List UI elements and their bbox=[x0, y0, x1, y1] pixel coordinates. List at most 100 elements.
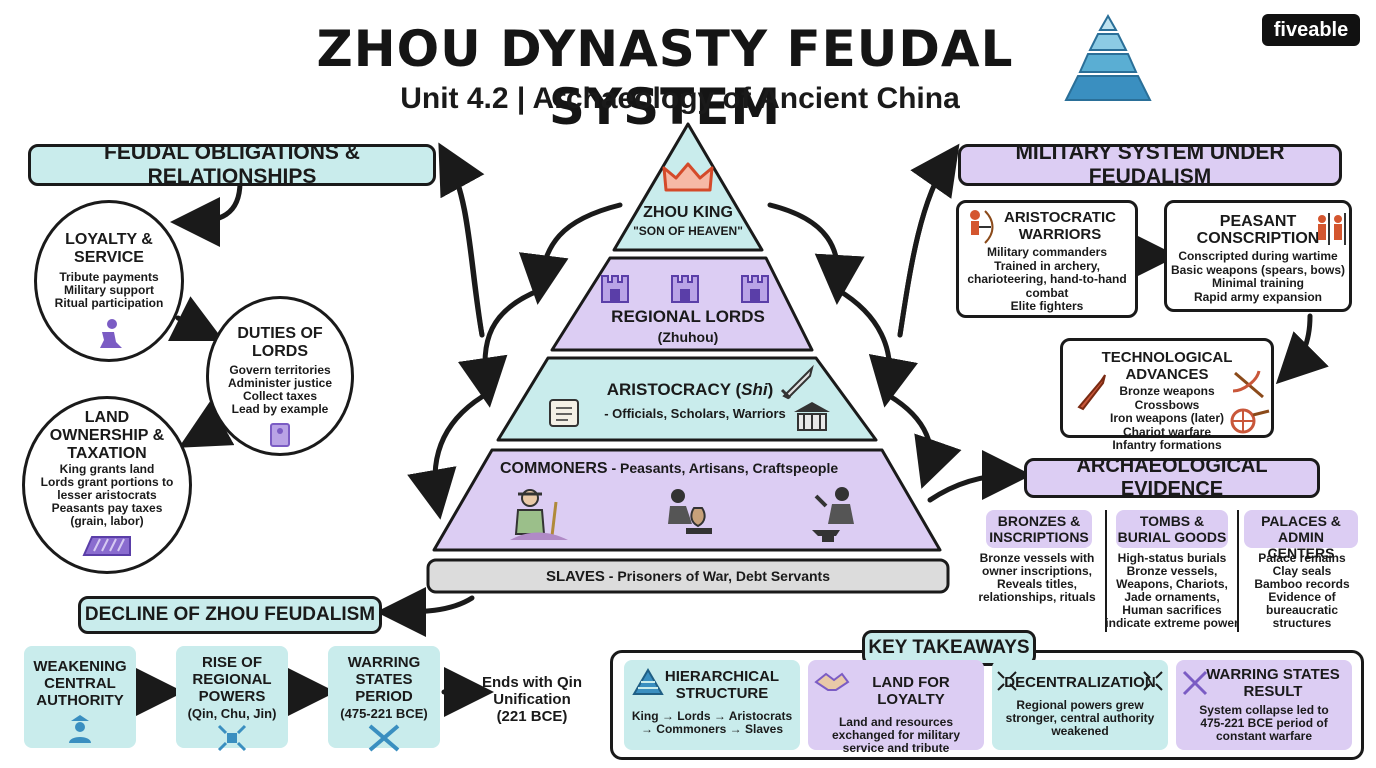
step-line: REGIONAL bbox=[192, 671, 272, 688]
tombs-line: Human sacrifices bbox=[1122, 603, 1222, 617]
hierarchical-line: → Commoners → Slaves bbox=[640, 722, 784, 736]
tech-line: Infantry formations bbox=[1112, 438, 1222, 452]
warriors-heading-1: ARISTOCRATIC bbox=[1004, 209, 1116, 226]
warriors-line: Military commanders bbox=[986, 245, 1108, 259]
tombs-line: Jade ornaments, bbox=[1124, 590, 1220, 604]
bronzes-line: Reveals titles, bbox=[996, 577, 1078, 591]
aristocratic-warriors-box: ARISTOCRATIC WARRIORS Military commander… bbox=[956, 200, 1138, 318]
warring-line: constant warfare bbox=[1215, 729, 1313, 743]
palaces-line: Clay seals bbox=[1272, 564, 1332, 578]
crown-icon bbox=[662, 162, 714, 192]
conscription-line: Basic weapons (spears, bows) bbox=[1170, 262, 1346, 277]
hierarchical-heading-1: HIERARCHICAL bbox=[664, 668, 780, 685]
bronzes-line: Bronze vessels with bbox=[979, 551, 1095, 565]
conscription-line: Conscripted during wartime bbox=[1178, 249, 1338, 263]
loyalty-heading-2: SERVICE bbox=[74, 249, 144, 266]
palaces-line: Palace remains bbox=[1258, 551, 1346, 565]
blacksmith-icon bbox=[812, 487, 854, 542]
step-line: AUTHORITY bbox=[36, 692, 124, 709]
king-title: ZHOU KING bbox=[643, 204, 733, 221]
commoners-name: COMMONERS bbox=[500, 460, 608, 477]
handshake-icon bbox=[814, 672, 850, 691]
castle-icon bbox=[601, 275, 629, 303]
loyalty-service-circle: LOYALTY & SERVICE Tribute payments Milit… bbox=[34, 200, 184, 362]
palaces-heading-1: PALACES & bbox=[1261, 513, 1341, 529]
end-line: Unification bbox=[493, 691, 571, 708]
end-line: (221 BCE) bbox=[496, 708, 568, 725]
expand-arrows-icon bbox=[1143, 671, 1163, 691]
bronzes-heading-2: INSCRIPTIONS bbox=[989, 529, 1089, 545]
bronzes-line: relationships, rituals bbox=[978, 590, 1096, 604]
conscription-heading-1: PEASANT bbox=[1219, 213, 1297, 230]
aristocracy-name: ARISTOCRACY ( bbox=[606, 380, 742, 399]
bronzes-line: owner inscriptions, bbox=[981, 564, 1092, 578]
castle-icon bbox=[671, 275, 699, 303]
step-line: RISE OF bbox=[201, 654, 262, 671]
warring-heading-2: RESULT bbox=[1243, 683, 1303, 700]
tombs-heading-2: BURIAL GOODS bbox=[1117, 529, 1227, 545]
duties-line: Lead by example bbox=[231, 402, 329, 416]
kneeling-icon bbox=[100, 319, 122, 348]
decentralization-heading: DECENTRALIZATION bbox=[1004, 674, 1156, 691]
loyalty-heading-1: LOYALTY & bbox=[65, 231, 153, 248]
farmer-icon bbox=[510, 489, 568, 540]
land-loyalty-heading: LAND FOR LOYALTY bbox=[872, 674, 950, 708]
scroll-icon bbox=[549, 399, 579, 427]
brand-logo[interactable]: fiveable bbox=[1262, 14, 1360, 46]
expand-arrows-icon bbox=[997, 671, 1017, 691]
hierarchical-heading-2: STRUCTURE bbox=[675, 685, 769, 702]
loyalty-line: Military support bbox=[63, 283, 154, 297]
lords-label: REGIONAL LORDS (Zhuhou) bbox=[578, 307, 798, 347]
palaces-heading-2: ADMIN CENTERS bbox=[1267, 529, 1335, 561]
duties-of-lords-circle: DUTIES OF LORDS Govern territories Admin… bbox=[206, 296, 354, 456]
duties-line: Govern territories bbox=[229, 363, 331, 377]
crossed-swords-icon bbox=[368, 724, 400, 752]
step-line: STATES bbox=[355, 671, 413, 688]
tech-line: Chariot warfare bbox=[1122, 424, 1212, 439]
military-header: MILITARY SYSTEM UNDER FEUDALISM bbox=[958, 141, 1342, 188]
takeaway-hierarchical: HIERARCHICAL STRUCTURE King → Lords → Ar… bbox=[624, 660, 800, 750]
palaces-line: bureaucratic bbox=[1265, 603, 1339, 617]
aristocracy-title: ARISTOCRACY (Shi) bbox=[560, 380, 820, 400]
land-line: King grants land bbox=[59, 462, 155, 476]
warriors-line: combat bbox=[1025, 285, 1069, 300]
sword-icon bbox=[1077, 374, 1106, 411]
tombs-line: Weapons, Chariots, bbox=[1116, 577, 1228, 591]
sword-icon bbox=[780, 364, 814, 400]
duties-line: Administer justice bbox=[227, 376, 333, 390]
commoners-desc: - Peasants, Artisans, Craftspeople bbox=[607, 460, 839, 476]
tech-line: Iron weapons (later) bbox=[1109, 411, 1225, 425]
tier-commoners bbox=[432, 448, 942, 552]
tombs-heading-1: TOMBS & bbox=[1139, 513, 1205, 529]
step-line: WEAKENING bbox=[33, 658, 127, 675]
tech-heading: TECHNOLOGICAL ADVANCES bbox=[1101, 349, 1233, 383]
land-loyalty-line: Land and resources bbox=[838, 715, 954, 729]
loyalty-line: Tribute payments bbox=[59, 270, 159, 284]
evidence-tombs-heading: TOMBS & BURIAL GOODS bbox=[1116, 510, 1228, 548]
takeaway-decentralization: DECENTRALIZATION Regional powers grew st… bbox=[992, 660, 1168, 750]
conscription-line: Minimal training bbox=[1211, 276, 1304, 290]
palaces-line: Evidence of bbox=[1268, 590, 1336, 604]
crossed-swords-icon bbox=[1182, 670, 1208, 696]
archer-icon bbox=[970, 210, 994, 244]
end-line: Ends with Qin bbox=[482, 674, 582, 691]
decline-header: DECLINE OF ZHOU FEUDALISM bbox=[78, 596, 382, 634]
tech-line: Crossbows bbox=[1134, 397, 1200, 412]
evidence-bronzes-heading: BRONZES & INSCRIPTIONS bbox=[986, 510, 1092, 548]
takeaway-warring-states: WARRING STATES RESULT System collapse le… bbox=[1176, 660, 1352, 750]
king-subtitle: "SON OF HEAVEN" bbox=[633, 224, 743, 238]
warring-line: 475-221 BCE period of bbox=[1200, 716, 1328, 730]
tombs-line: High-status burials bbox=[1117, 551, 1227, 565]
land-heading-1: LAND bbox=[84, 409, 130, 426]
tier-aristocracy bbox=[496, 356, 878, 442]
land-line: Lords grant portions to bbox=[40, 475, 174, 489]
evidence-palaces-text: Palace remains Clay seals Bamboo records… bbox=[1244, 552, 1360, 630]
duties-heading-2: LORDS bbox=[252, 343, 308, 360]
feudal-pyramid bbox=[426, 122, 950, 594]
step-sub: (475-221 BCE) bbox=[340, 706, 428, 721]
bronzes-heading-1: BRONZES & bbox=[997, 513, 1081, 529]
warring-heading-1: WARRING STATES bbox=[1206, 666, 1340, 683]
potter-icon bbox=[668, 489, 712, 534]
aristocracy-term: Shi bbox=[741, 380, 768, 399]
